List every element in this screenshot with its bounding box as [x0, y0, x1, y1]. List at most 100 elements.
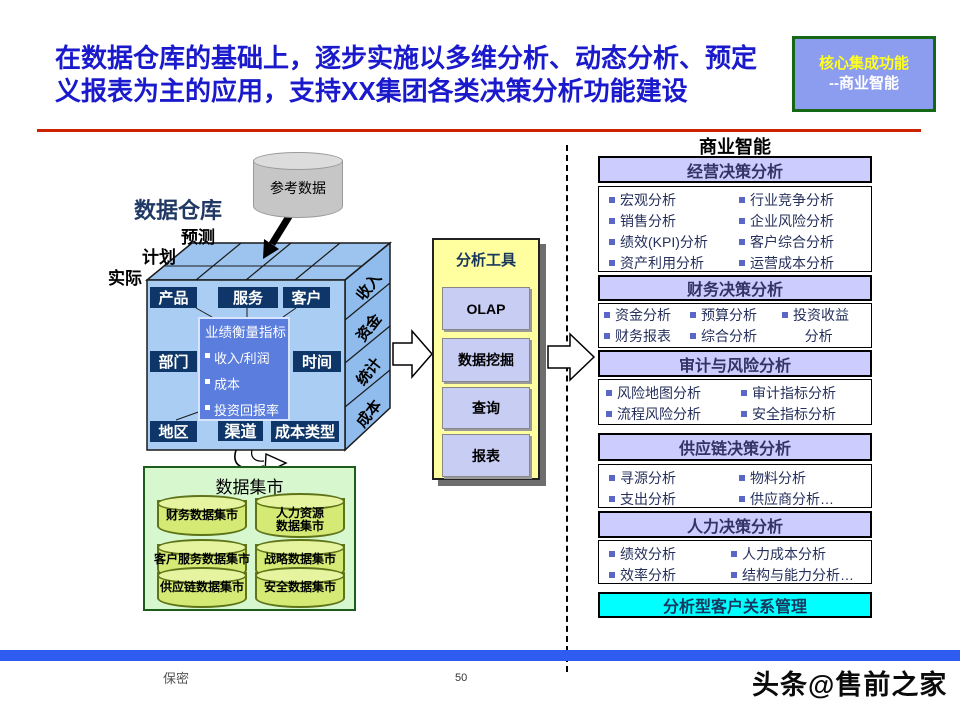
dim-customer: 客户 — [283, 287, 330, 308]
bi-body-supply-chain: 寻源分析 支出分析 物料分析 供应商分析… — [598, 464, 872, 508]
bullet-icon — [739, 260, 745, 266]
layer-label-plan: 计划 — [142, 248, 176, 267]
bi-item: 宏观分析 — [620, 192, 676, 208]
bi-item: 寻源分析 — [620, 470, 676, 486]
bi-item: 企业风险分析 — [750, 213, 834, 229]
bullet-icon — [205, 405, 210, 410]
dim-service: 服务 — [218, 287, 278, 308]
arrow-cube-to-tools — [392, 328, 433, 380]
bi-header-audit-risk: 审计与风险分析 — [598, 350, 872, 377]
bullet-icon — [741, 411, 747, 417]
dim-department: 部门 — [150, 351, 197, 372]
bi-item: 销售分析 — [620, 213, 676, 229]
bullet-icon — [609, 260, 615, 266]
bi-body-hr: 绩效分析 效率分析 人力成本分析 结构与能力分析… — [598, 540, 872, 584]
mart-hr: 人力资源 数据集市 — [255, 493, 345, 538]
tool-report: 报表 — [442, 434, 530, 477]
tool-query: 查询 — [442, 387, 530, 429]
bullet-icon — [609, 218, 615, 224]
bi-item: 供应商分析… — [750, 491, 834, 507]
kpi-title: 业绩衡量指标 — [205, 325, 286, 340]
reference-data-cylinder: 参考数据 — [253, 152, 343, 218]
bullet-icon — [606, 411, 612, 417]
reference-data-label: 参考数据 — [270, 180, 326, 196]
kpi-box: 业绩衡量指标 收入/利润 成本 投资回报率 — [198, 317, 290, 421]
bullet-icon — [609, 475, 615, 481]
bullet-icon — [782, 312, 788, 318]
mart-label: 客户服务数据集市 — [153, 552, 251, 566]
data-warehouse-label: 数据仓库 — [134, 198, 223, 223]
tool-olap: OLAP — [442, 287, 530, 330]
analysis-tools-title: 分析工具 — [455, 252, 516, 269]
bullet-icon — [739, 496, 745, 502]
page-title: 在数据仓库的基础上，逐步实施以多维分析、动态分析、预定 义报表为主的应用，支持X… — [55, 42, 815, 108]
bullet-icon — [604, 333, 610, 339]
layer-label-actual: 实际 — [108, 269, 142, 288]
bullet-icon — [609, 551, 615, 557]
bi-header-supply-chain: 供应链决策分析 — [598, 433, 872, 461]
watermark: 头条@售前之家 — [752, 670, 948, 700]
bi-item: 绩效分析 — [620, 546, 676, 562]
bullet-icon — [690, 333, 696, 339]
mart-label: 安全数据集市 — [263, 580, 337, 594]
bi-item: 效率分析 — [620, 567, 676, 583]
tool-data-mining: 数据挖掘 — [442, 338, 530, 382]
page-number: 50 — [455, 672, 468, 684]
bi-body-audit-risk: 风险地图分析 流程风险分析 审计指标分析 安全指标分析 — [598, 379, 872, 425]
bullet-icon — [609, 239, 615, 245]
bullet-icon — [739, 475, 745, 481]
kpi-item: 收入/利润 — [214, 351, 270, 366]
bi-item: 投资收益 分析 — [793, 307, 849, 344]
bullet-icon — [739, 218, 745, 224]
bullet-icon — [731, 572, 737, 578]
bullet-icon — [205, 353, 210, 358]
title-line1: 在数据仓库的基础上，逐步实施以多维分析、动态分析、预定 — [55, 43, 758, 73]
bi-item: 结构与能力分析… — [742, 567, 854, 583]
corner-line1: 核心集成功能 — [818, 55, 909, 72]
datamart-panel: 数据集市 财务数据集市 人力资源 数据集市 客户服务数据集市 战略数据集市 供应… — [143, 466, 356, 611]
title-divider-line — [37, 129, 921, 132]
bi-item: 资金分析 — [615, 307, 671, 323]
corner-callout-box: 核心集成功能 --商业智能 — [792, 36, 936, 112]
dim-time: 时间 — [293, 351, 341, 372]
bi-item: 行业竞争分析 — [750, 192, 834, 208]
dim-product: 产品 — [150, 287, 197, 308]
bullet-icon — [690, 312, 696, 318]
title-line2: 义报表为主的应用，支持XX集团各类决策分析功能建设 — [55, 76, 688, 106]
bullet-icon — [609, 496, 615, 502]
bullet-icon — [739, 239, 745, 245]
bullet-icon — [731, 551, 737, 557]
bullet-icon — [741, 390, 747, 396]
bi-item: 财务报表 — [615, 328, 671, 344]
bi-item: 安全指标分析 — [752, 406, 836, 422]
mart-label: 财务数据集市 — [165, 508, 239, 522]
bi-item: 风险地图分析 — [617, 385, 701, 401]
arrow-tools-to-bi — [547, 332, 596, 382]
dim-cost-type: 成本类型 — [271, 421, 339, 442]
bi-item: 资产利用分析 — [620, 255, 704, 271]
bi-item: 运营成本分析 — [750, 255, 834, 271]
bi-title: 商业智能 — [699, 137, 771, 157]
bullet-icon — [604, 312, 610, 318]
footer-bar — [0, 650, 960, 661]
bi-item: 人力成本分析 — [742, 546, 826, 562]
bullet-icon — [606, 390, 612, 396]
bi-body-finance: 资金分析 财务报表 预算分析 综合分析 投资收益 分析 — [598, 303, 872, 348]
datamart-title: 数据集市 — [215, 478, 284, 497]
bi-item: 绩效(KPI)分析 — [620, 234, 708, 250]
bi-item: 物料分析 — [750, 470, 806, 486]
bullet-icon — [205, 379, 210, 384]
mart-security: 安全数据集市 — [255, 567, 345, 608]
kpi-item: 成本 — [214, 377, 241, 392]
bi-header-finance: 财务决策分析 — [598, 275, 872, 301]
analysis-tools-panel: 分析工具 OLAP 数据挖掘 查询 报表 — [432, 238, 540, 480]
bi-body-business: 宏观分析 销售分析 绩效(KPI)分析 资产利用分析 行业竞争分析 企业风险分析… — [598, 186, 872, 272]
bi-item: 客户综合分析 — [750, 234, 834, 250]
layer-label-forecast: 预测 — [181, 228, 215, 247]
analytical-crm-bar: 分析型客户关系管理 — [598, 592, 872, 618]
dim-channel: 渠道 — [218, 419, 263, 441]
dim-region: 地区 — [150, 421, 197, 442]
bi-item: 综合分析 — [701, 328, 757, 344]
mart-supply-chain: 供应链数据集市 — [157, 567, 247, 608]
